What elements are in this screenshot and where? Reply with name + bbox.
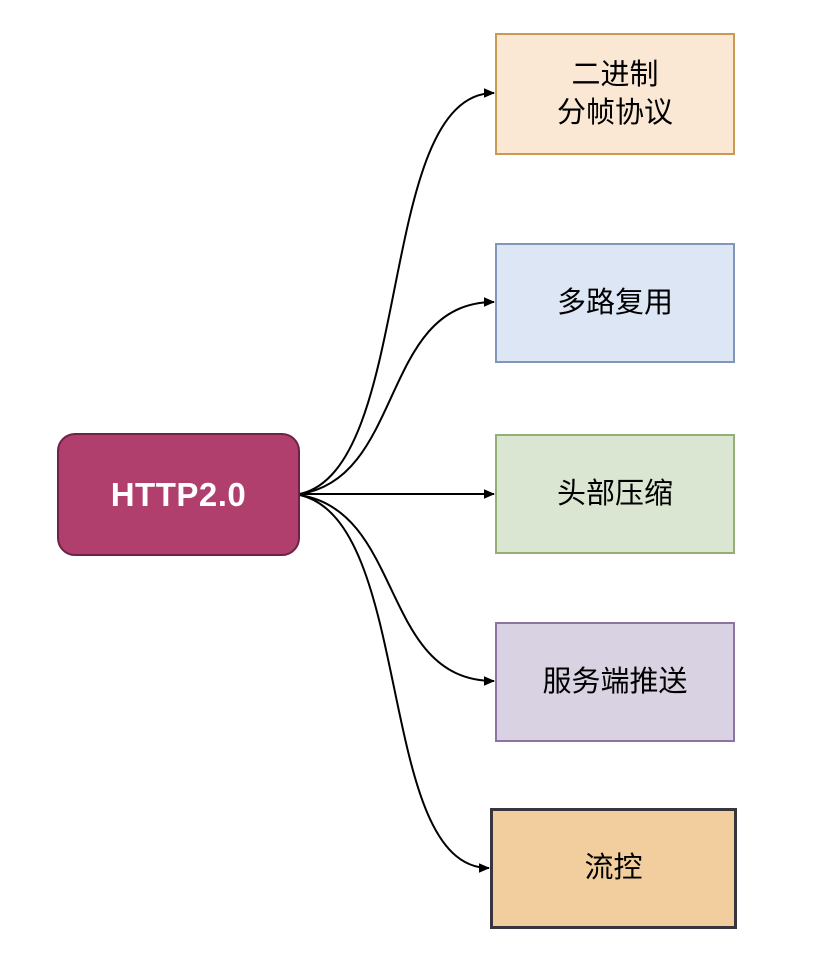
edge-root-to-flow-control <box>299 494 490 873</box>
edge-root-to-multiplexing <box>299 297 495 495</box>
node-multiplexing[interactable]: 多路复用 <box>495 243 735 363</box>
node-server-push[interactable]: 服务端推送 <box>495 622 735 742</box>
node-header-compression[interactable]: 头部压缩 <box>495 434 735 554</box>
edge-root-to-server-push <box>299 494 495 686</box>
node-binary-framing[interactable]: 二进制 分帧协议 <box>495 33 735 155</box>
node-http2-root[interactable]: HTTP2.0 <box>57 433 300 556</box>
node-flow-control[interactable]: 流控 <box>490 808 737 929</box>
edge-root-to-binary-framing <box>299 88 495 495</box>
